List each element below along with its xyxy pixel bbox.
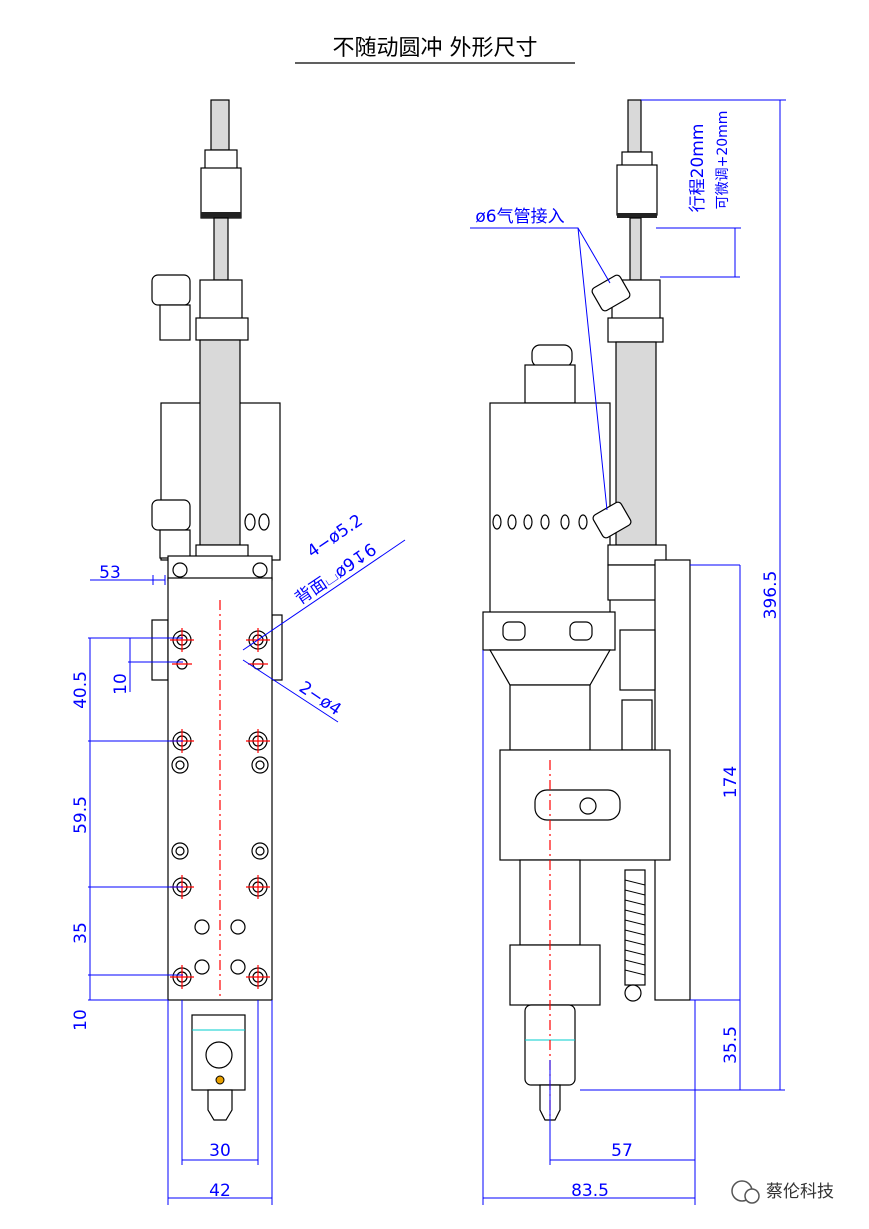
dim-396-5: 396.5 — [761, 571, 781, 620]
air-fitting-top — [151, 274, 191, 306]
vent-hole — [244, 513, 256, 531]
lock-nut — [204, 149, 238, 171]
cylinder-head — [199, 279, 243, 321]
nozzle-mount — [509, 944, 601, 1006]
watermark-text: 蔡伦科技 — [766, 1182, 834, 1202]
flange-slot — [502, 621, 526, 641]
spring-anchor — [624, 984, 642, 1002]
callout-air-inlet: ø6气管接入 — [475, 207, 564, 227]
air-fitting-bottom — [592, 501, 632, 539]
right-dimensions: 396.5 174 35.5 行程20mm 可微调+20mm ø6气管接入 57… — [470, 99, 786, 1205]
air-fitting-top — [591, 274, 631, 312]
nozzle-tip — [207, 1089, 233, 1121]
dim-174: 174 — [721, 766, 741, 798]
dim-10-top: 10 — [111, 673, 131, 695]
piston-rod — [627, 99, 642, 153]
dim-30: 30 — [209, 1141, 231, 1161]
cam-slot — [534, 789, 621, 821]
set-screw — [215, 1075, 225, 1085]
cone — [488, 649, 612, 686]
cylinder — [199, 339, 241, 546]
vent-hole — [258, 513, 270, 531]
cable-gland — [524, 364, 576, 404]
air-fitting-bottom — [151, 499, 191, 531]
dim-35: 35 — [71, 922, 91, 944]
valve-lower — [621, 699, 653, 751]
dim-59-5: 59.5 — [71, 796, 91, 834]
right-view — [482, 99, 691, 1121]
nut-ring — [201, 212, 241, 218]
dim-10-bottom: 10 — [71, 1009, 91, 1031]
adjust-nut — [616, 164, 658, 216]
dim-40-5: 40.5 — [71, 671, 91, 709]
cable-gland-cap — [531, 344, 573, 368]
dim-83-5: 83.5 — [571, 1181, 609, 1201]
screw-head — [172, 562, 188, 578]
callout-counterbore: 背面⌴ø9↧6 — [292, 540, 381, 609]
holder-port — [205, 1041, 233, 1069]
dim-53: 53 — [99, 563, 121, 583]
side-guide-left — [151, 619, 169, 681]
callout-fine-adjust: 可微调+20mm — [715, 111, 731, 210]
motor — [489, 402, 611, 616]
wechat-icon-bubble — [744, 1188, 760, 1204]
callout-stroke: 行程20mm — [688, 124, 708, 213]
cylinder-collar — [607, 317, 664, 343]
spring-coils — [624, 879, 646, 976]
rod-lower — [213, 217, 229, 281]
dim-35-5: 35.5 — [721, 1026, 741, 1064]
page-title: 不随动圆冲 外形尺寸 — [333, 36, 538, 61]
cam-pin — [579, 797, 597, 815]
adjust-nut — [200, 167, 242, 219]
nut-ring — [617, 213, 657, 218]
valve — [619, 629, 656, 691]
flange-slot — [569, 621, 593, 641]
coupling — [509, 684, 591, 751]
mount-block — [195, 544, 249, 558]
return-spring — [624, 869, 646, 986]
left-view — [151, 99, 283, 1121]
callout-2-holes: 2−ø4 — [295, 678, 345, 720]
piston-rod — [210, 99, 230, 151]
watermark: 蔡伦科技 — [731, 1180, 834, 1204]
screw-head — [252, 562, 268, 578]
motor-vent-holes — [492, 514, 588, 530]
air-fitting-elbow-2 — [159, 529, 191, 559]
rod-lower — [629, 217, 642, 281]
cylinder-collar — [195, 317, 249, 341]
dim-57: 57 — [611, 1141, 633, 1161]
dim-42: 42 — [209, 1181, 231, 1201]
air-fitting-elbow — [159, 304, 191, 341]
